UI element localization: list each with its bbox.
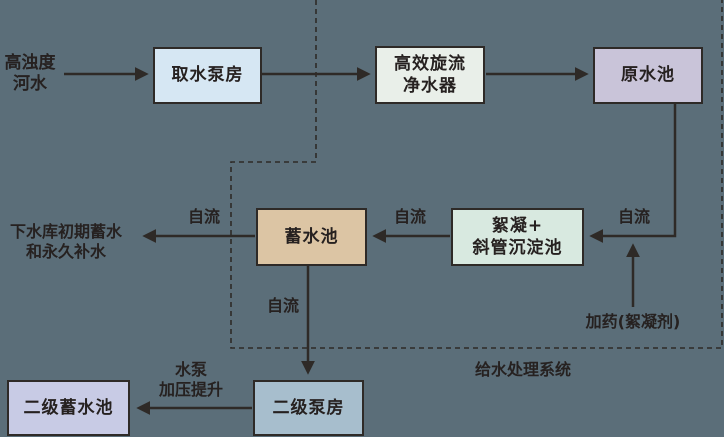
node-intake-pump-house: 取水泵房 (153, 47, 262, 104)
label-source-line1: 高浊度 (4, 53, 56, 73)
system-boundary-dashed (230, 0, 723, 349)
node-label-line2: 净水器 (403, 76, 457, 96)
node-label-line1: 絮凝+ (491, 215, 544, 236)
node-label-line1: 高效旋流 (394, 53, 466, 74)
label-pump-pressure-lift: 水泵 加压提升 (145, 360, 237, 400)
label-pump-lift-line1: 水泵 (174, 360, 207, 379)
label-destination-line2: 和永久补水 (25, 242, 106, 261)
node-raw-water-pool: 原水池 (593, 47, 703, 104)
node-storage-pool: 蓄水池 (256, 208, 367, 266)
node-flocculation-sedimentation-tank: 絮凝+ 斜管沉淀池 (451, 208, 584, 266)
label-source-water: 高浊度 河水 (0, 53, 60, 96)
label-gravity-flow-left: 自流 (187, 207, 220, 226)
node-cyclone-purifier: 高效旋流 净水器 (375, 46, 485, 104)
node-label-line2: 斜管沉淀池 (472, 238, 563, 258)
node-label: 蓄水池 (284, 226, 339, 247)
node-label: 取水泵房 (171, 65, 244, 86)
label-destination: 下水库初期蓄水 和永久补水 (0, 222, 132, 262)
label-water-treatment-system: 给水处理系统 (474, 360, 571, 379)
label-destination-line1: 下水库初期蓄水 (9, 222, 122, 241)
label-gravity-flow-mid: 自流 (393, 207, 426, 226)
label-pump-lift-line2: 加压提升 (158, 380, 223, 399)
label-source-line2: 河水 (13, 74, 47, 95)
node-secondary-pump-house: 二级泵房 (253, 380, 364, 436)
node-label: 二级泵房 (272, 397, 345, 418)
node-label: 原水池 (621, 65, 675, 86)
arrow-rawpool-to-flocculation (589, 104, 677, 243)
node-secondary-storage-pool: 二级蓄水池 (7, 380, 130, 436)
label-gravity-flow-down: 自流 (266, 296, 299, 315)
label-gravity-flow-right: 自流 (617, 207, 650, 226)
label-dosing-flocculant: 加药(絮凝剂) (585, 312, 681, 331)
node-label: 二级蓄水池 (23, 397, 114, 418)
